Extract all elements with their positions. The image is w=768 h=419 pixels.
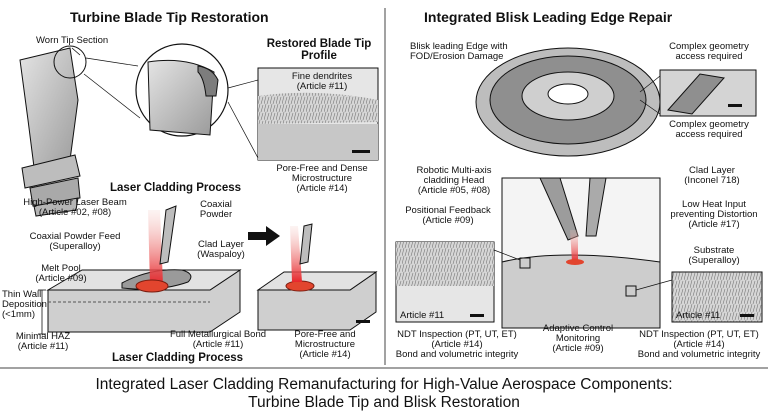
inset-left	[395, 241, 495, 323]
tip-magnified-circle	[83, 43, 229, 137]
cladding-workpiece	[46, 269, 242, 333]
melt-pool	[135, 279, 169, 293]
powder-feed-label: Coaxial Powder Feed(Superalloy)	[29, 231, 121, 252]
laser-beam	[148, 210, 163, 285]
inset-left-label: Article #11	[400, 310, 445, 321]
ndt-left-label: NDT Inspection (PT, UT, ET)(Article #14)…	[395, 329, 519, 360]
process-title-bottom: Laser Cladding Process	[112, 352, 244, 364]
melt-pool-label: Melt Pool(Article #09)	[35, 263, 87, 284]
figure-caption: Integrated Laser Cladding Remanufacturin…	[95, 376, 673, 411]
positional-feedback-label: Positional Feedback(Article #09)	[405, 205, 491, 226]
cladding-result	[256, 223, 378, 331]
worn-tip-label: Worn Tip Section	[36, 35, 109, 46]
clad-layer-label: Clad Layer(Waspaloy)	[197, 239, 245, 260]
fine-dendrites-label: Fine dendrites(Article #11)	[291, 71, 353, 92]
blisk-illustration	[475, 47, 661, 157]
ndt-right-label: NDT Inspection (PT, UT, ET)(Article #14)…	[637, 329, 761, 360]
inset-right-label: Article #11	[676, 310, 721, 321]
substrate-label: Substrate(Superalloy)	[688, 245, 740, 266]
metallurgical-bond-label: Full Metallurgical Bond(Article #11)	[169, 329, 267, 350]
inset-right	[671, 271, 763, 323]
restored-microstructure-box	[257, 67, 379, 161]
minimal-haz-label: Minimal HAZ(Article #11)	[15, 331, 71, 352]
left-title: Turbine Blade Tip Restoration	[70, 9, 269, 25]
process-arrow	[248, 226, 280, 246]
robotic-scene	[501, 177, 661, 329]
turbine-blade-illustration	[19, 45, 87, 217]
right-title: Integrated Blisk Leading Edge Repair	[424, 9, 673, 25]
powder-nozzle	[159, 205, 177, 265]
clad-layer-inconel-label: Clad Layer(Inconel 718)	[684, 165, 740, 186]
laser-beam-label: High-Power Laser Beam(Article #02, #08)	[23, 197, 127, 218]
process-title: Laser Cladding Process	[110, 182, 242, 194]
